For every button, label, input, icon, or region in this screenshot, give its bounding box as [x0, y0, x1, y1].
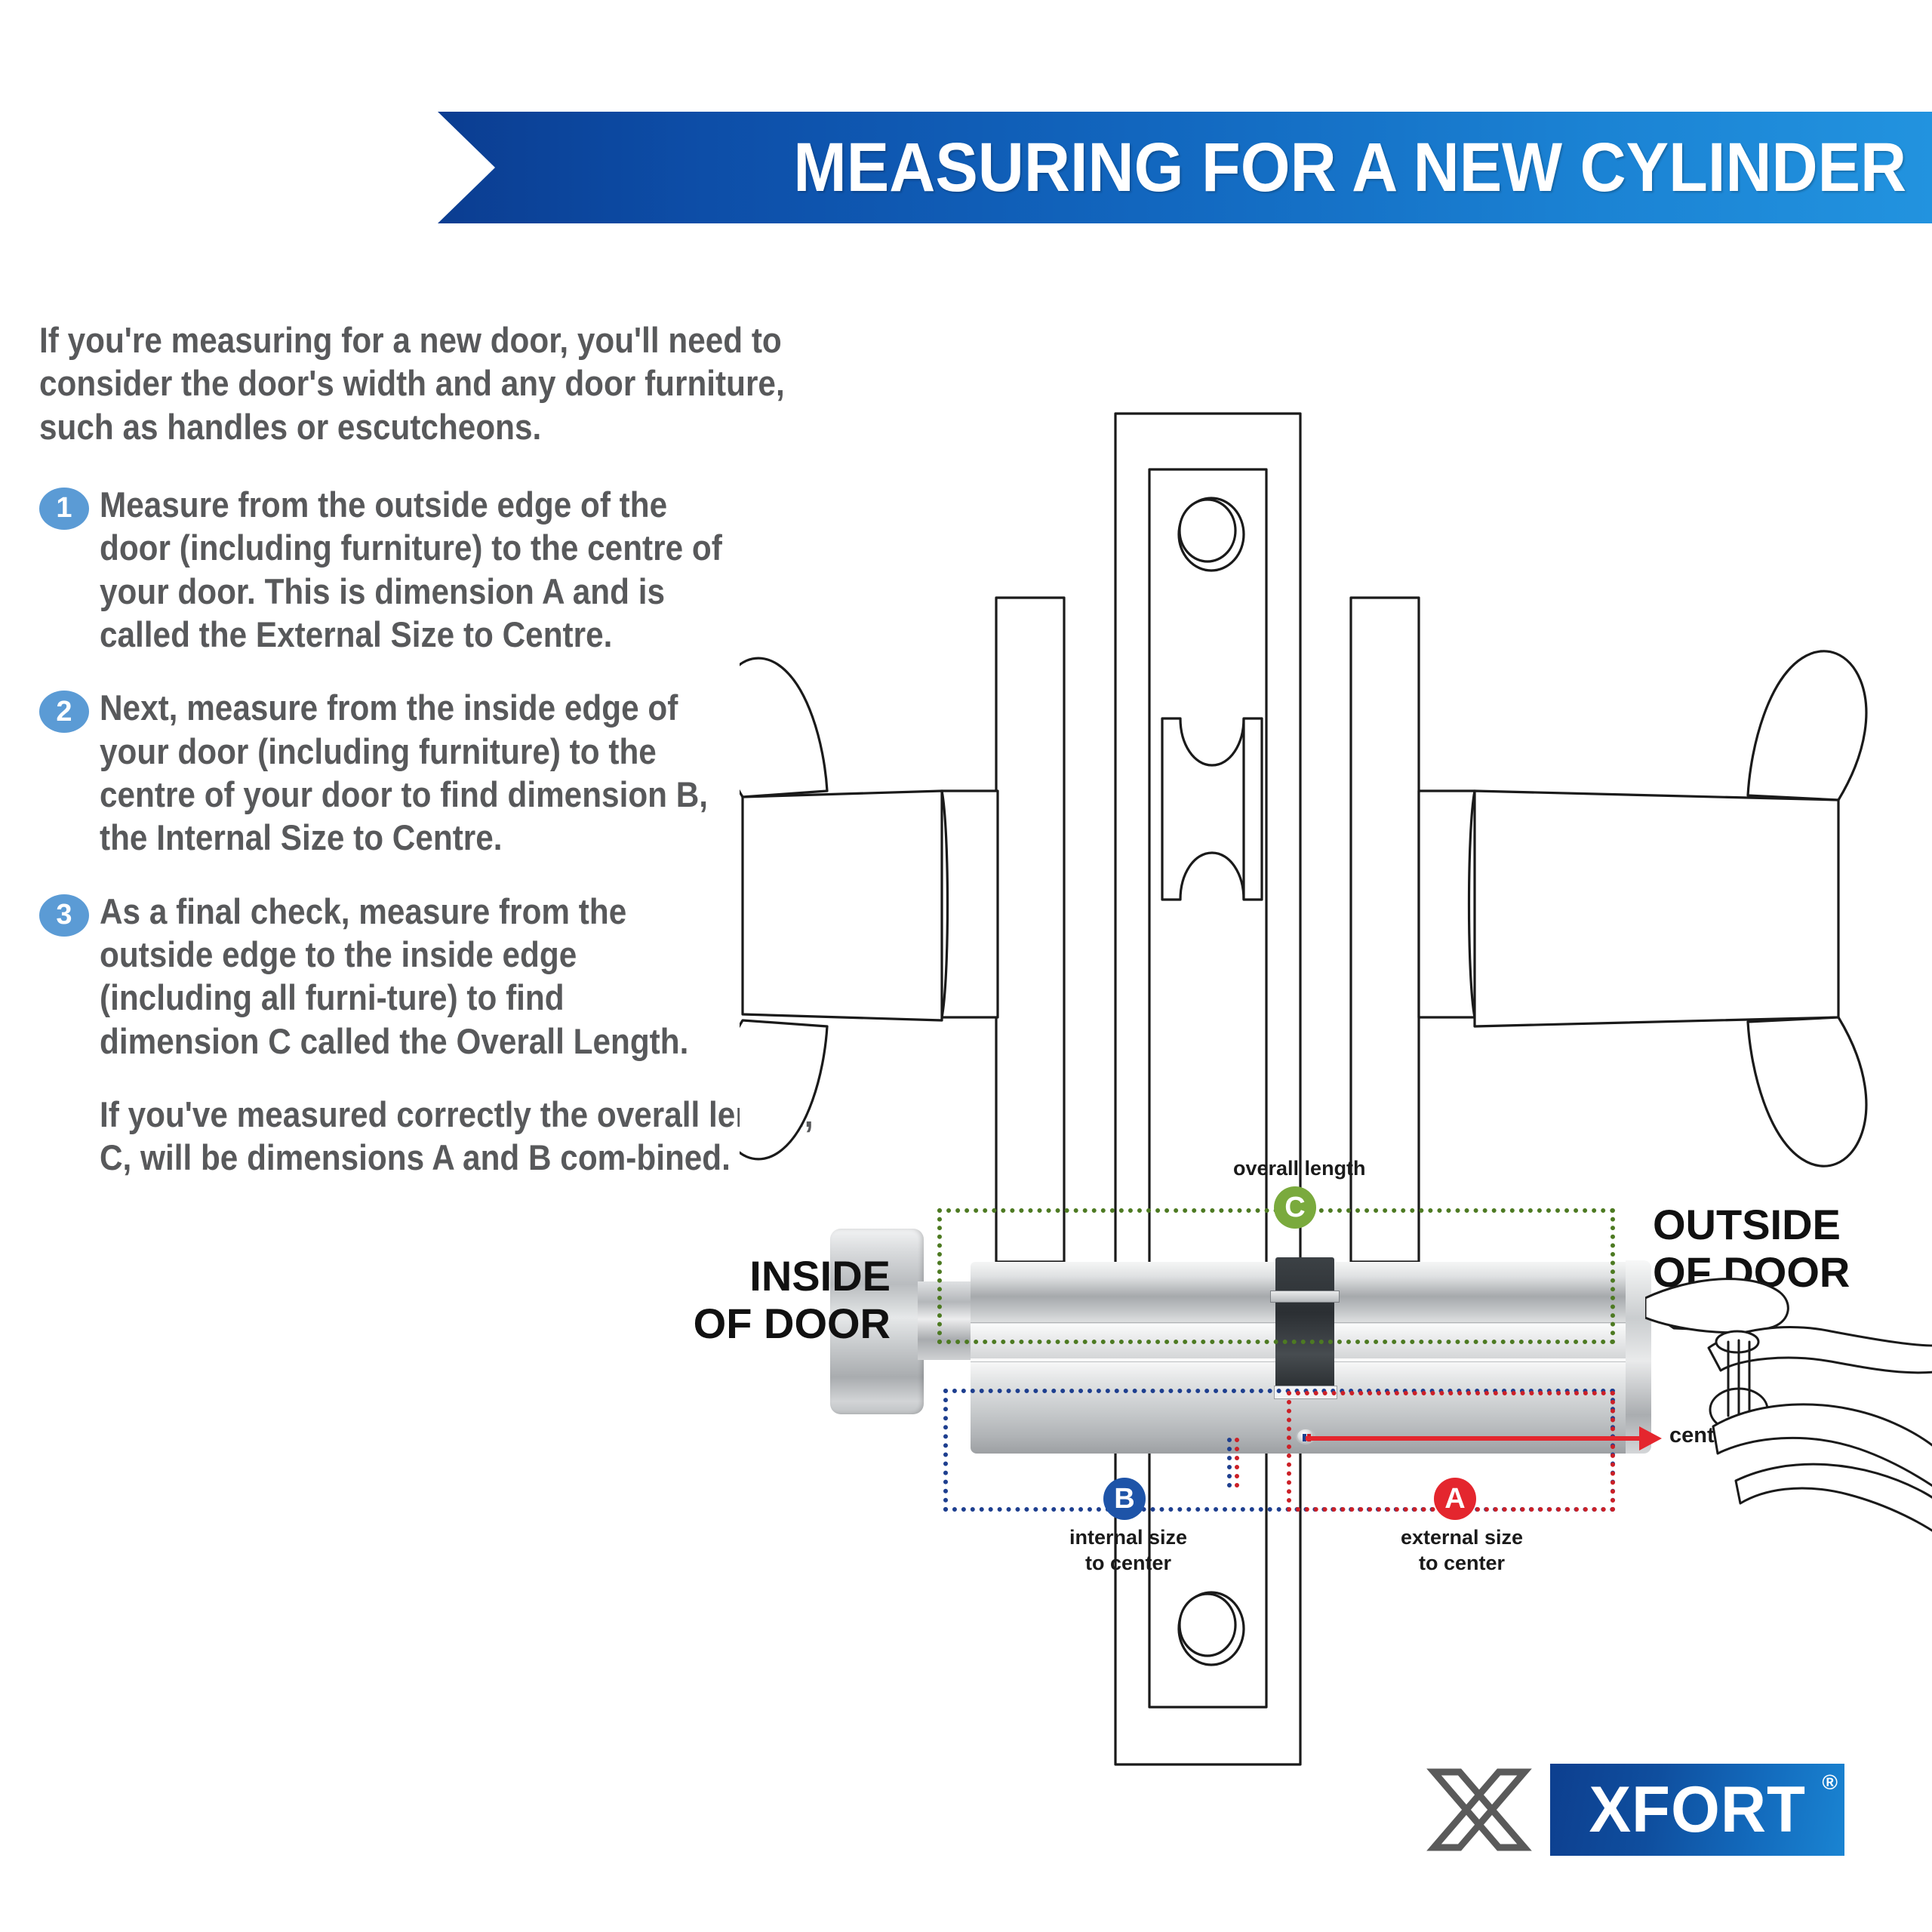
hand-with-key-drawing	[1645, 1278, 1932, 1532]
internal-size-caption-line1: internal size	[1069, 1526, 1188, 1549]
xfort-wordmark: XFORT	[1589, 1773, 1806, 1846]
dimension-c-badge: C	[1274, 1186, 1316, 1229]
dimension-a-badge: A	[1434, 1478, 1476, 1520]
overall-length-label: overall length	[1233, 1157, 1366, 1180]
step-number-badge: 1	[39, 487, 89, 530]
step-item: 2 Next, measure from the inside edge of …	[39, 686, 801, 859]
center-connector-blue	[1227, 1438, 1232, 1487]
xfort-x-mark-icon	[1426, 1768, 1532, 1850]
screw-marker-blue	[1303, 1434, 1306, 1441]
cylinder-outside-face	[1626, 1260, 1651, 1454]
step-text: Next, measure from the inside edge of yo…	[100, 688, 709, 858]
external-size-caption-line2: to center	[1418, 1552, 1506, 1575]
center-arrow-head-icon	[1639, 1426, 1662, 1451]
closing-paragraph: If you've measured correctly the overall…	[100, 1094, 814, 1178]
center-connector-red	[1235, 1438, 1239, 1487]
instructions-column: If you're measuring for a new door, you'…	[39, 318, 814, 1180]
door-lock-line-drawing	[740, 412, 1868, 1766]
thumbturn-knob	[830, 1229, 924, 1414]
xfort-logo: XFORT ®	[1426, 1758, 1864, 1860]
page-title: MEASURING FOR A NEW CYLINDER	[793, 129, 1906, 206]
step-item: 3 As a final check, measure from the out…	[39, 890, 801, 1063]
internal-size-caption-line2: to center	[1084, 1552, 1172, 1575]
step-text: As a final check, measure from the outsi…	[100, 891, 689, 1061]
external-size-caption: external size to center	[1398, 1524, 1526, 1576]
internal-size-caption: internal size to center	[1064, 1524, 1192, 1576]
inside-of-door-line1: INSIDE	[749, 1252, 891, 1300]
cylinder-cam-band	[1270, 1291, 1340, 1303]
banner: MEASURING FOR A NEW CYLINDER	[438, 112, 1932, 223]
inside-of-door-label: INSIDE OF DOOR	[664, 1252, 891, 1347]
external-size-caption-line1: external size	[1400, 1526, 1524, 1549]
step-item: 1 Measure from the outside edge of the d…	[39, 483, 801, 656]
center-arrow-shaft	[1306, 1436, 1645, 1441]
overall-length-rect	[937, 1208, 1615, 1344]
intro-paragraph: If you're measuring for a new door, you'…	[39, 320, 785, 447]
inside-of-door-line2: OF DOOR	[693, 1299, 891, 1347]
outside-of-door-line1: OUTSIDE	[1653, 1201, 1841, 1248]
thumbturn-neck	[918, 1281, 977, 1360]
xfort-wordmark-box: XFORT ®	[1550, 1763, 1844, 1856]
step-text: Measure from the outside edge of the doo…	[100, 484, 722, 654]
steps-list: 1 Measure from the outside edge of the d…	[39, 483, 801, 1063]
step-number-badge: 2	[39, 691, 89, 734]
cylinder-cam	[1275, 1257, 1334, 1396]
registered-trademark-icon: ®	[1822, 1770, 1838, 1794]
dimension-b-badge: B	[1103, 1478, 1146, 1520]
step-number-badge: 3	[39, 894, 89, 937]
